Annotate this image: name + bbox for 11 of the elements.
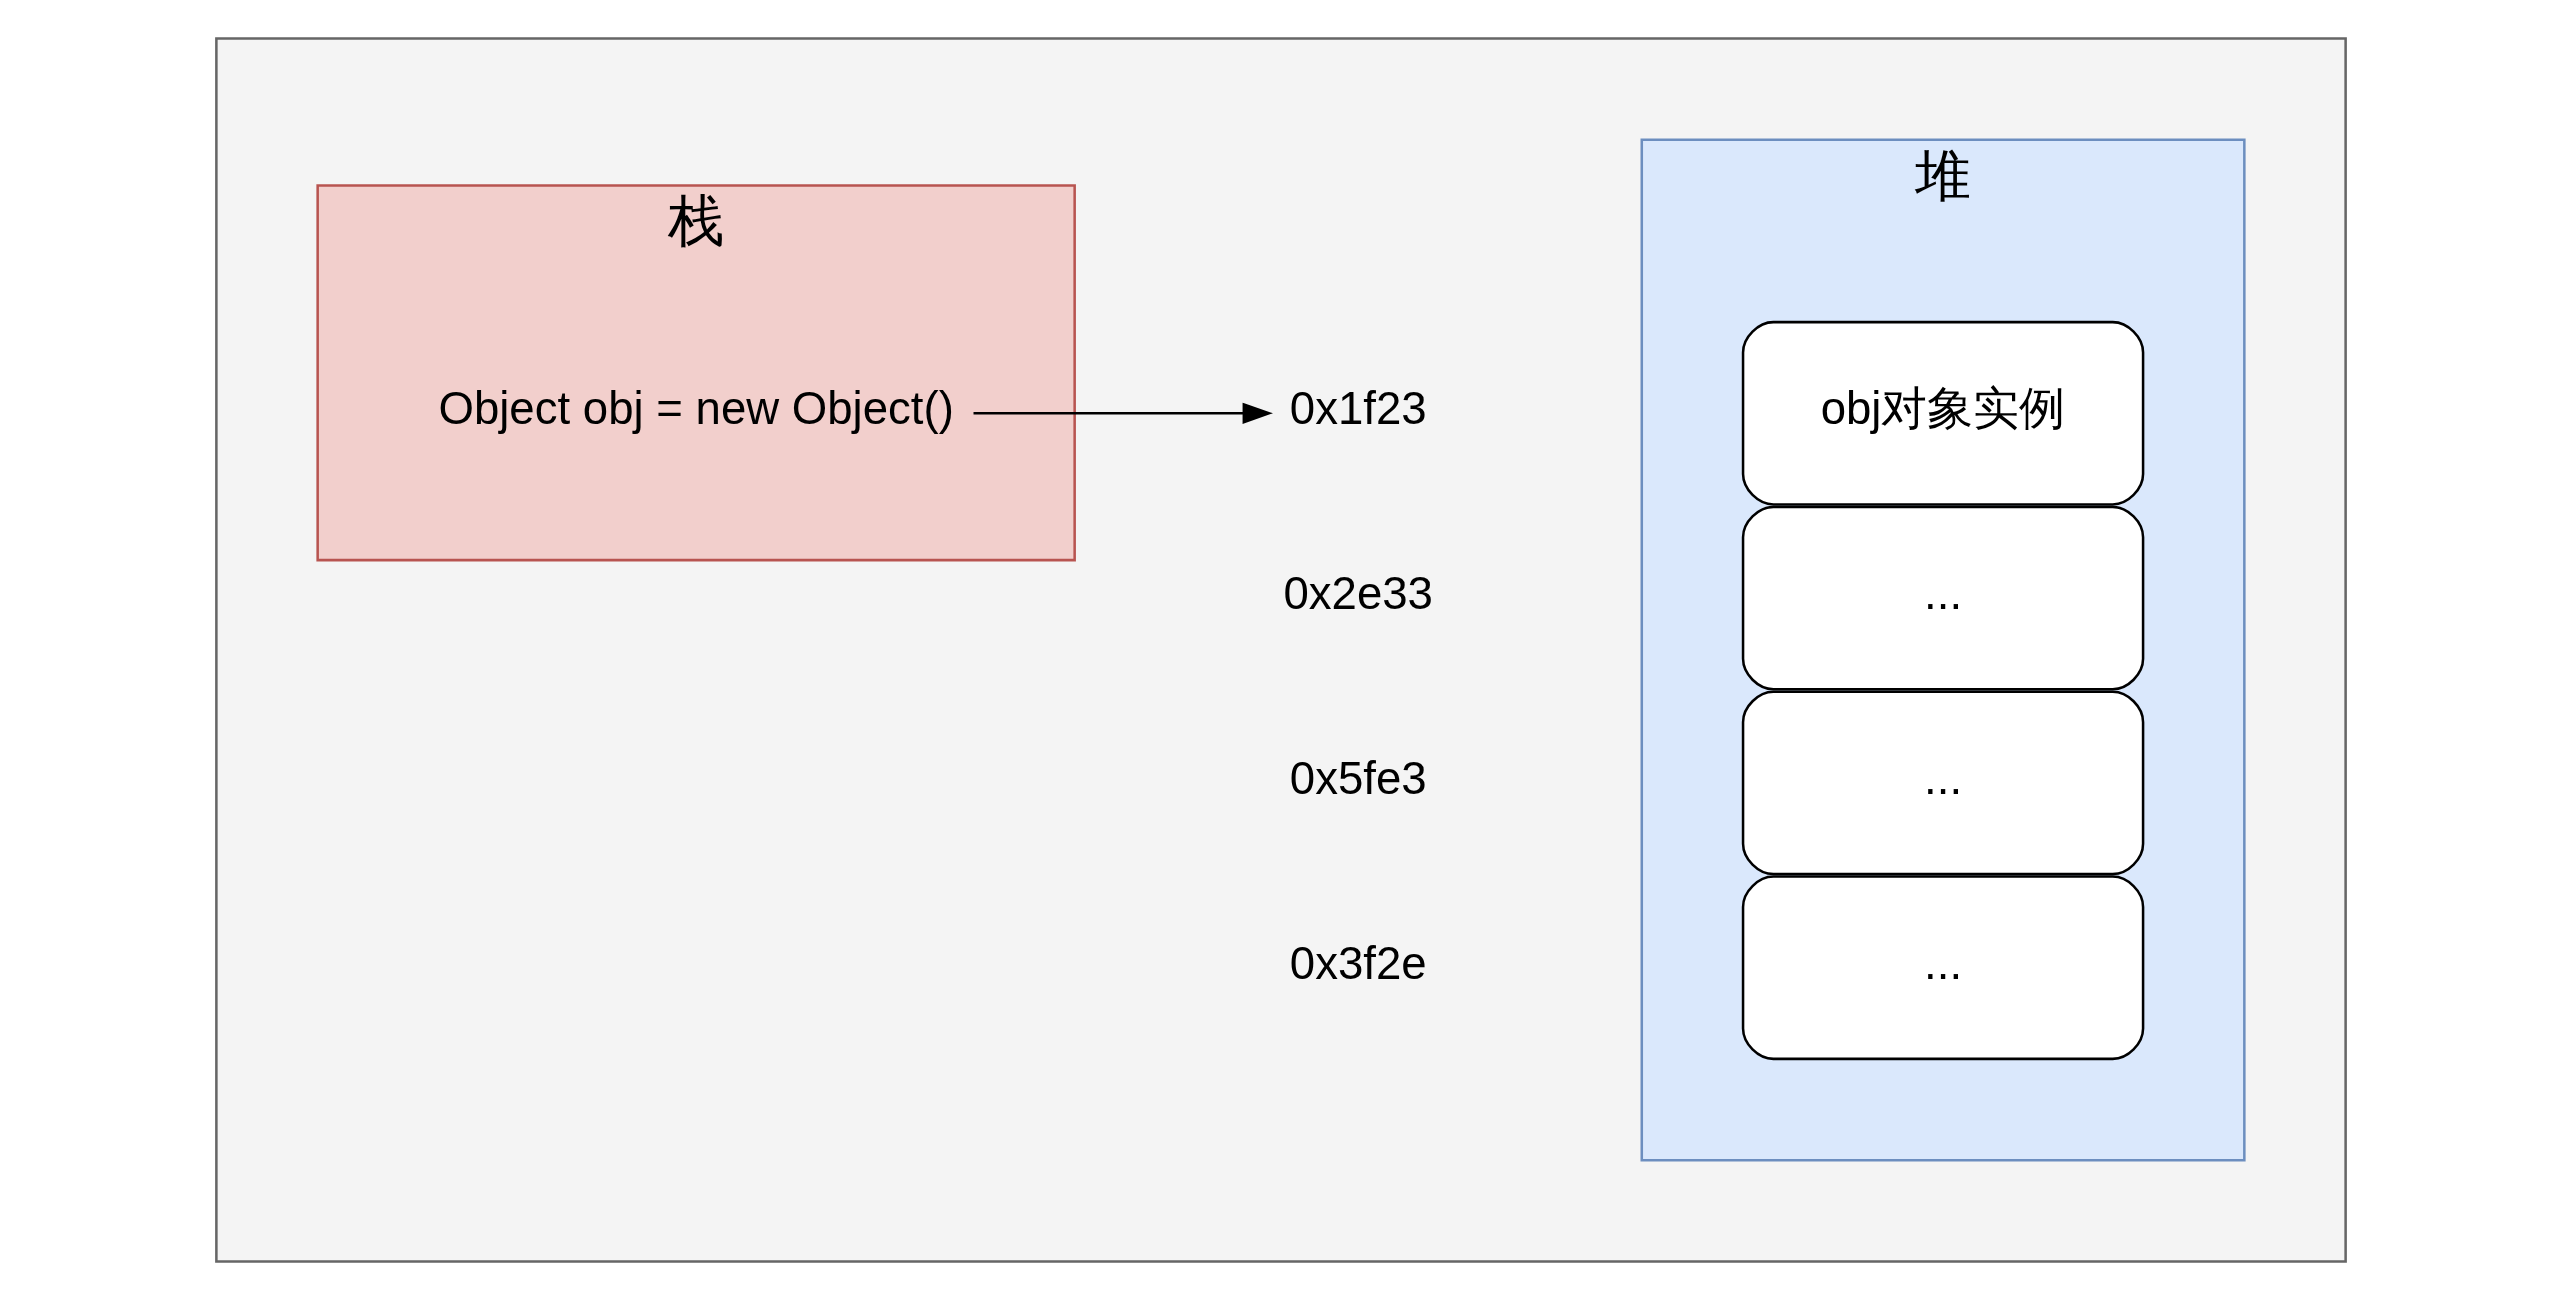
label: 0x2e33 <box>1283 568 1433 620</box>
node-box: ... <box>1741 690 2145 876</box>
node-box: ... <box>1741 505 2145 691</box>
node-text: 0x1f23 <box>1289 383 1427 435</box>
label: 0x5fe3 <box>1289 753 1427 805</box>
node-box: obj对象实例 <box>1741 320 2145 506</box>
node-text: Object obj = new Object() <box>438 383 954 435</box>
label: 0x3f2e <box>1289 937 1427 989</box>
cluster <box>215 37 2347 1263</box>
arrow <box>973 402 1273 424</box>
node-box: ... <box>1741 875 2145 1061</box>
